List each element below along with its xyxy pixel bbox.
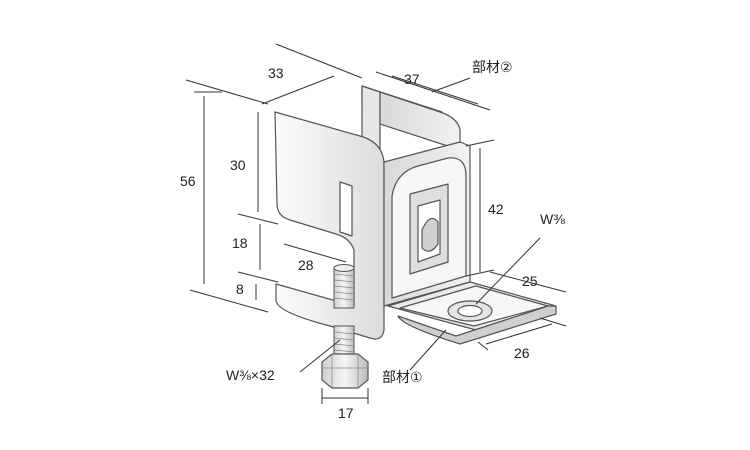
dim-28: 28 — [298, 257, 314, 273]
dim-26: 26 — [514, 345, 530, 361]
dimension-lines — [185, 43, 567, 404]
dim-18: 18 — [232, 235, 248, 251]
dim-56: 56 — [180, 173, 196, 189]
dimension-labels: 33 37 56 30 18 8 28 42 25 26 17 — [180, 65, 538, 421]
label-washer-spec: W⅜ — [540, 211, 565, 227]
dim-8: 8 — [236, 281, 244, 297]
dim-25: 25 — [522, 273, 538, 289]
label-part-1: 部材① — [382, 370, 423, 386]
part-2-clamp-body — [274, 85, 471, 340]
label-part-2: 部材② — [472, 60, 513, 76]
dim-42: 42 — [488, 201, 504, 217]
hex-nut — [321, 353, 369, 389]
part-1-foot-plate — [387, 281, 557, 345]
dim-17: 17 — [338, 405, 354, 421]
part-labels: 部材② 部材① W⅜ W⅜×32 — [226, 60, 565, 386]
dim-37: 37 — [404, 71, 420, 87]
dim-33: 33 — [268, 65, 284, 81]
dim-30: 30 — [230, 157, 246, 173]
bolt-hole — [457, 304, 483, 318]
bolt-assembly — [321, 264, 369, 389]
label-bolt-spec: W⅜×32 — [226, 367, 275, 383]
